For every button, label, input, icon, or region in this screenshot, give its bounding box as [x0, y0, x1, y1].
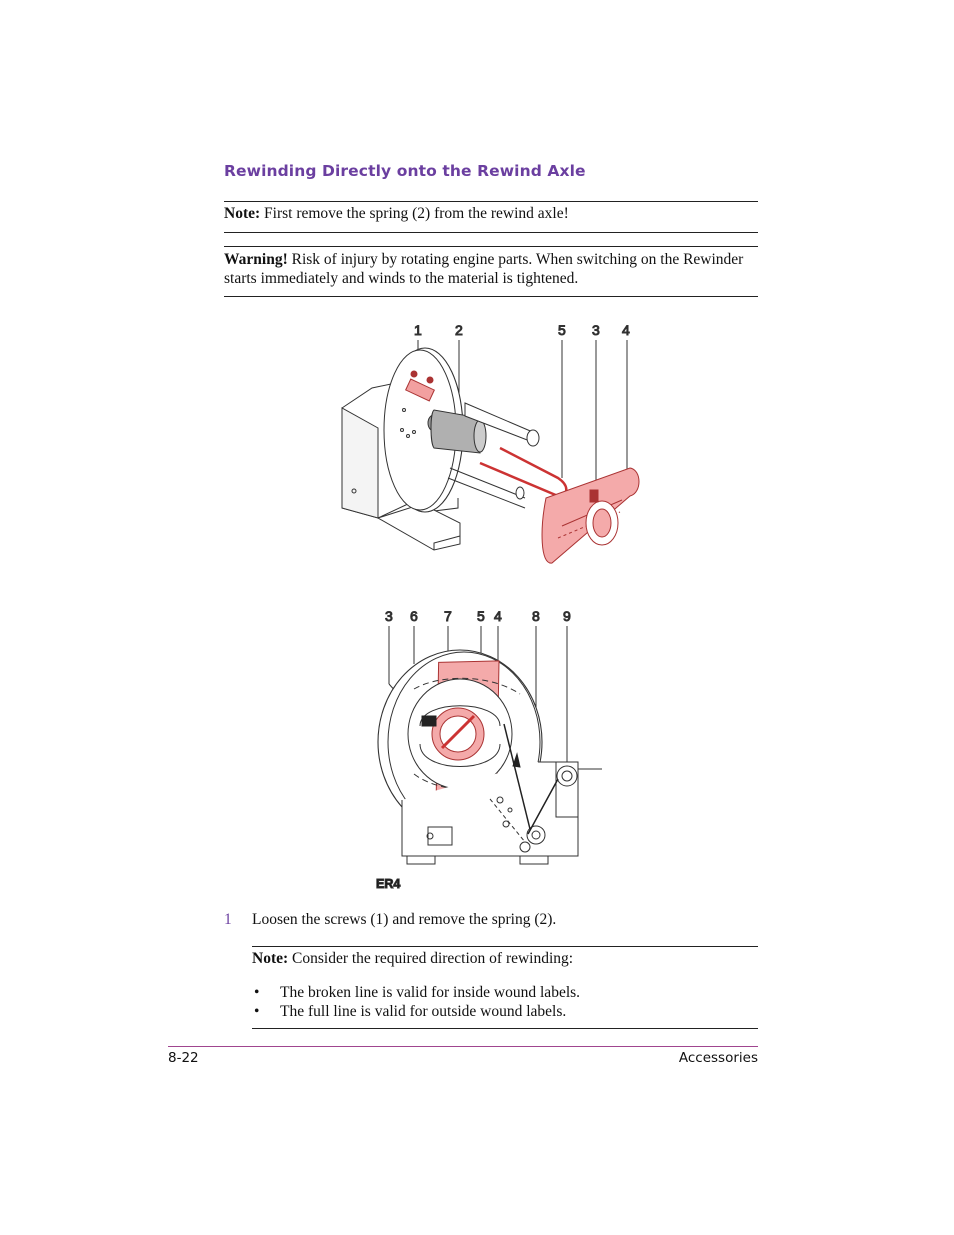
section-heading: Rewinding Directly onto the Rewind Axle	[224, 162, 586, 180]
callout-label: 3	[592, 322, 600, 338]
footer-rule	[168, 1046, 758, 1047]
warning-label: Warning!	[224, 251, 288, 268]
callout-label: 4	[622, 322, 630, 338]
callout-label: 3	[385, 608, 393, 624]
rewind-direction-figure: 3 6 7 5 4 8 9	[376, 608, 602, 892]
divider	[224, 201, 758, 202]
divider	[224, 246, 758, 247]
callout-label: 5	[558, 322, 566, 338]
step-number: 1	[224, 911, 232, 928]
callout-label: 6	[410, 608, 418, 624]
list-item: The broken line is valid for inside woun…	[252, 983, 580, 1002]
note-label: Note:	[252, 950, 289, 967]
note-spring: Note: First remove the spring (2) from t…	[224, 205, 569, 223]
divider	[252, 946, 758, 947]
callout-label: 4	[494, 608, 502, 624]
callout-label: 2	[455, 322, 463, 338]
callout-label: 5	[477, 608, 485, 624]
note-text: First remove the spring (2) from the rew…	[260, 205, 569, 222]
callout-label: 8	[532, 608, 540, 624]
page-number: 8-22	[168, 1050, 199, 1066]
warning-block: Warning! Risk of injury by rotating engi…	[224, 250, 758, 288]
note-direction: Note: Consider the required direction of…	[252, 950, 573, 968]
note-label: Note:	[224, 205, 261, 222]
step-1: 1 Loosen the screws (1) and remove the sp…	[224, 911, 556, 929]
list-item: The full line is valid for outside wound…	[252, 1002, 580, 1021]
note-text: Consider the required direction of rewin…	[288, 950, 574, 967]
callout-label: 9	[563, 608, 571, 624]
rewinder-exploded-figure: 1 2 5 3 4	[341, 322, 640, 564]
bullet-list: The broken line is valid for inside woun…	[252, 983, 580, 1021]
divider	[224, 296, 758, 297]
callout-label: 1	[414, 322, 422, 338]
divider	[252, 1028, 758, 1029]
step-text: Loosen the screws (1) and remove the spr…	[252, 911, 557, 928]
figure-label: ER4	[376, 877, 400, 891]
divider	[224, 232, 758, 233]
callout-label: 7	[444, 608, 452, 624]
warning-text: Risk of injury by rotating engine parts.…	[224, 251, 744, 287]
footer-section: Accessories	[678, 1050, 758, 1066]
